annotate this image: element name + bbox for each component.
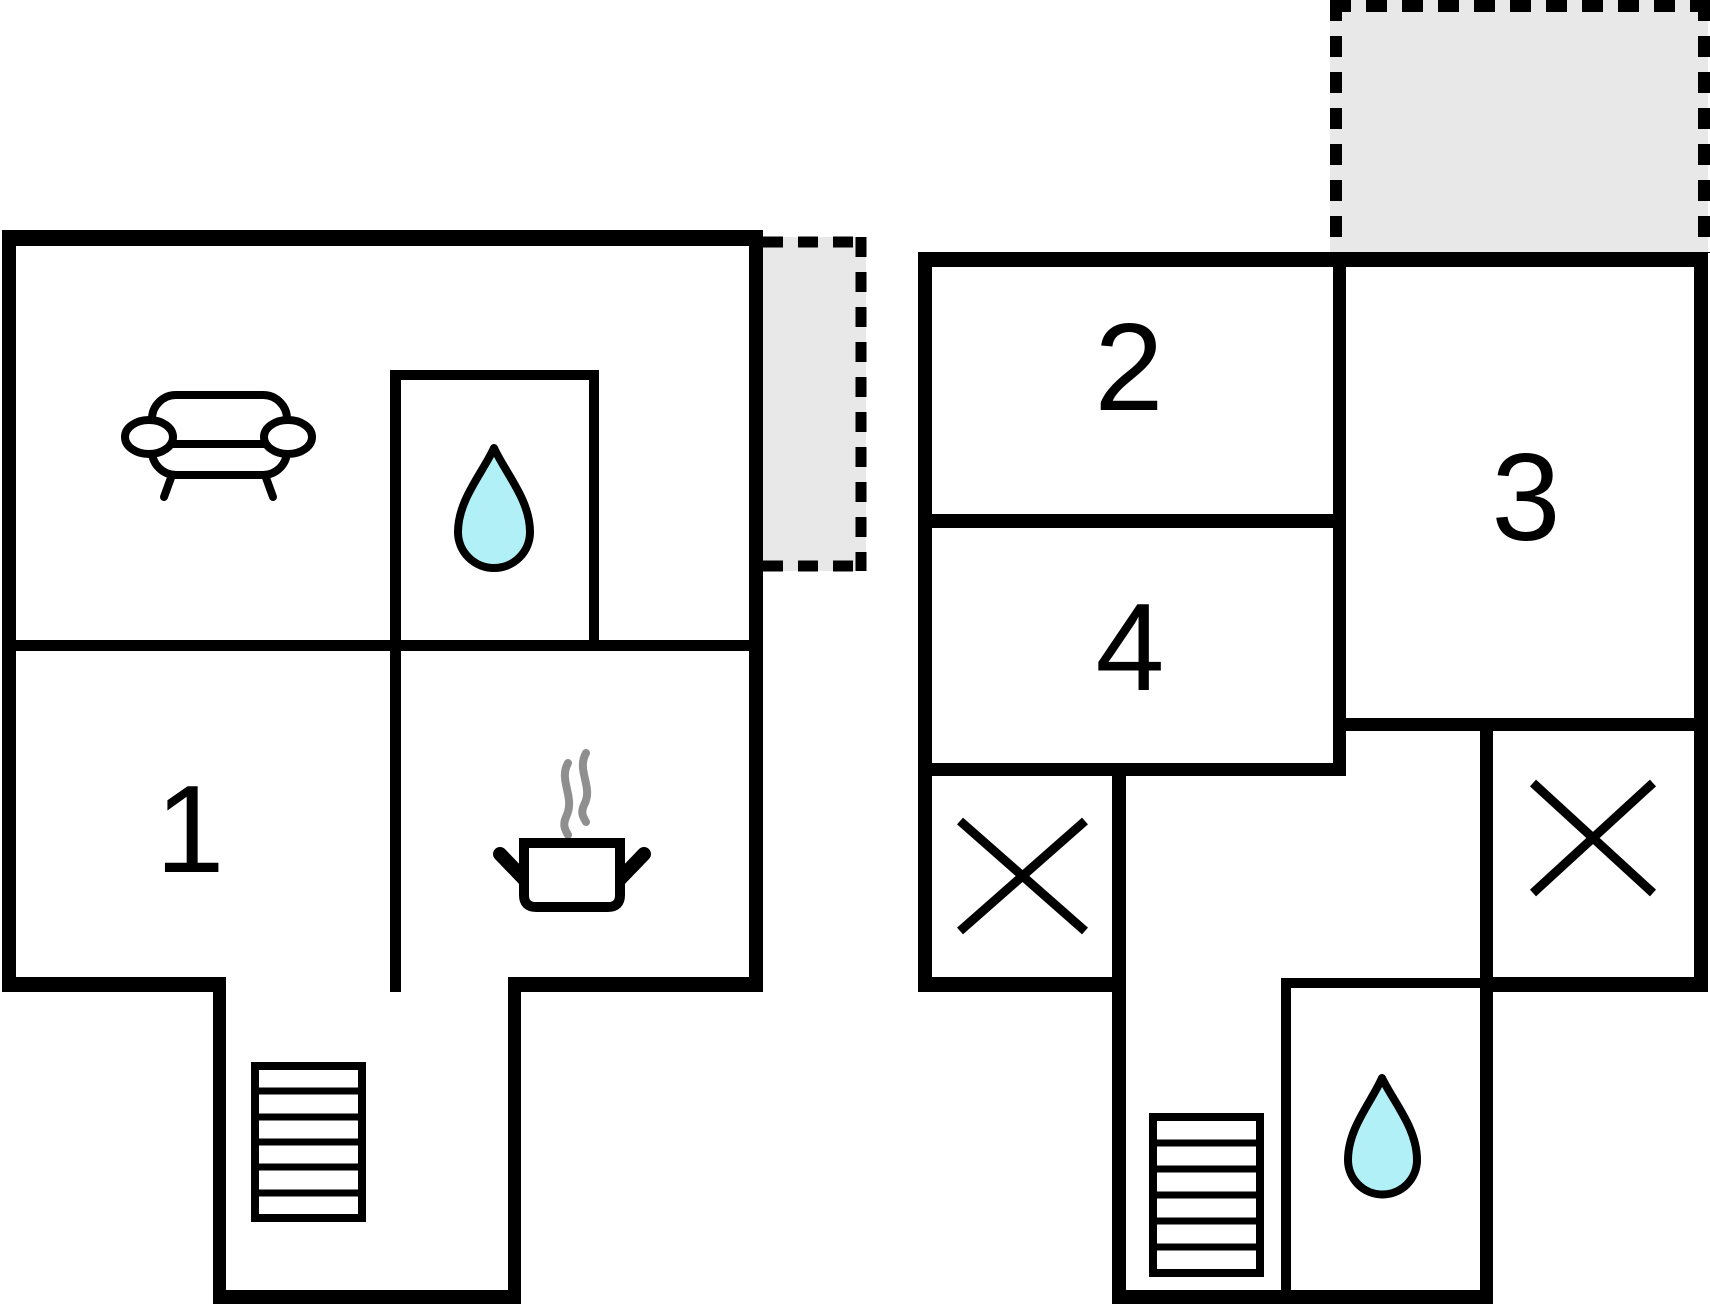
wall-left-east xyxy=(749,230,763,992)
wall-left-stairwell-bottom xyxy=(213,1290,521,1304)
wall-rooms24-vs-room3-divider xyxy=(1333,267,1346,776)
wall-left-bottom-west-segment xyxy=(2,977,226,992)
water-drop-right xyxy=(1344,1074,1421,1199)
wall-left-stairwell-east xyxy=(508,977,521,1304)
water-drop-icon-right xyxy=(1344,1074,1421,1199)
steam-line-right xyxy=(578,749,592,826)
wall-right-top xyxy=(918,252,1708,267)
pot-body xyxy=(519,838,625,912)
terrace-top-right xyxy=(1330,0,1710,253)
steam-line-left xyxy=(560,759,574,839)
wall-room3-bottom xyxy=(1333,718,1708,731)
sofa-icon xyxy=(121,391,316,501)
right-building-labels: 2 3 4 xyxy=(1095,299,1561,717)
wall-left-stairwell-west xyxy=(213,977,226,1304)
sofa-armrest-right xyxy=(260,416,316,458)
terrace-left-dashed-border xyxy=(763,236,867,572)
stairs-icon-left xyxy=(251,1062,366,1222)
steam-icon xyxy=(560,749,592,839)
terrace-left xyxy=(763,236,867,572)
stairs-icon-right xyxy=(1149,1113,1264,1277)
wall-left-vertical-divider xyxy=(390,370,401,992)
wall-right-west xyxy=(918,252,932,992)
left-building-labels: 1 xyxy=(156,761,225,899)
wall-room2-room4-divider xyxy=(932,514,1333,528)
wall-right-bottom-west-segment xyxy=(918,977,1126,992)
wall-right-east xyxy=(1694,252,1708,992)
sofa-leg-left xyxy=(160,471,176,501)
x-marker-line xyxy=(1529,779,1657,897)
sofa-leg-right xyxy=(261,471,277,501)
terrace-top-right-dashed-border xyxy=(1330,0,1710,253)
room-label-2: 2 xyxy=(1095,299,1164,437)
wall-left-top xyxy=(2,230,763,246)
wall-left-west xyxy=(2,230,16,992)
wall-right-hall-west xyxy=(1112,776,1126,1304)
water-drop-icon-left xyxy=(454,444,534,572)
x-marker-line xyxy=(957,817,1088,935)
cooking-pot-icon xyxy=(493,838,651,912)
x-marker-icon-bottom-left xyxy=(957,817,1088,935)
room-label-4: 4 xyxy=(1096,579,1165,717)
wall-right-bathroom-left xyxy=(1281,978,1291,1304)
wall-left-bottom-east-segment xyxy=(508,977,763,992)
terrace-top-right-area xyxy=(1330,0,1708,253)
wall-left-bathroom-top xyxy=(390,370,599,380)
terrace-left-area xyxy=(763,237,866,571)
wall-left-middle-horizontal xyxy=(16,640,749,651)
sofa-armrest-left xyxy=(121,416,177,458)
wall-right-stairwell-bottom xyxy=(1112,1290,1493,1304)
wall-right-hall-east xyxy=(1480,718,1493,1304)
room-label-3: 3 xyxy=(1492,429,1561,567)
left-building: 1 xyxy=(2,230,763,1304)
right-building-walls xyxy=(918,252,1708,1304)
x-marker-icon-right xyxy=(1529,779,1657,897)
room-label-1: 1 xyxy=(156,761,225,899)
wall-right-bottom-east-segment xyxy=(1480,977,1708,992)
wall-left-bathroom-right xyxy=(589,370,599,651)
wall-right-bathroom-top xyxy=(1281,978,1480,988)
wall-room4-bottom xyxy=(932,763,1346,776)
right-building: 2 3 4 xyxy=(918,252,1708,1304)
water-drop-left xyxy=(454,444,534,572)
left-building-walls xyxy=(2,230,763,1304)
